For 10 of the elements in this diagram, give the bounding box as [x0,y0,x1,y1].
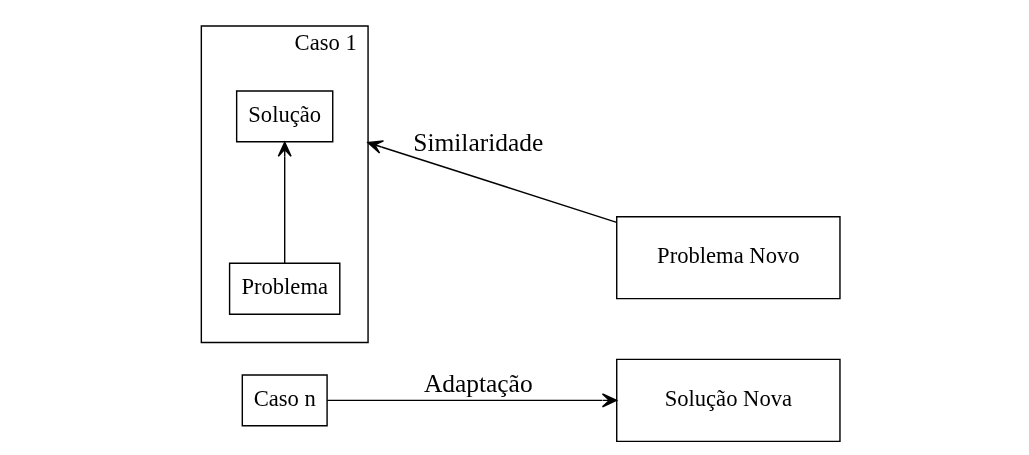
arrow [325,392,617,407]
edge-label: Similaridade [412,127,543,157]
node-box: Solução Nova [615,358,841,442]
arrow [277,140,292,264]
edge-label: Adaptação [423,368,533,398]
node-box: Caso n [241,373,328,426]
node-box: Problema Novo [615,215,841,299]
node-box: Problema [228,262,340,315]
arrow [366,139,617,223]
node-box: Solução [235,89,333,142]
